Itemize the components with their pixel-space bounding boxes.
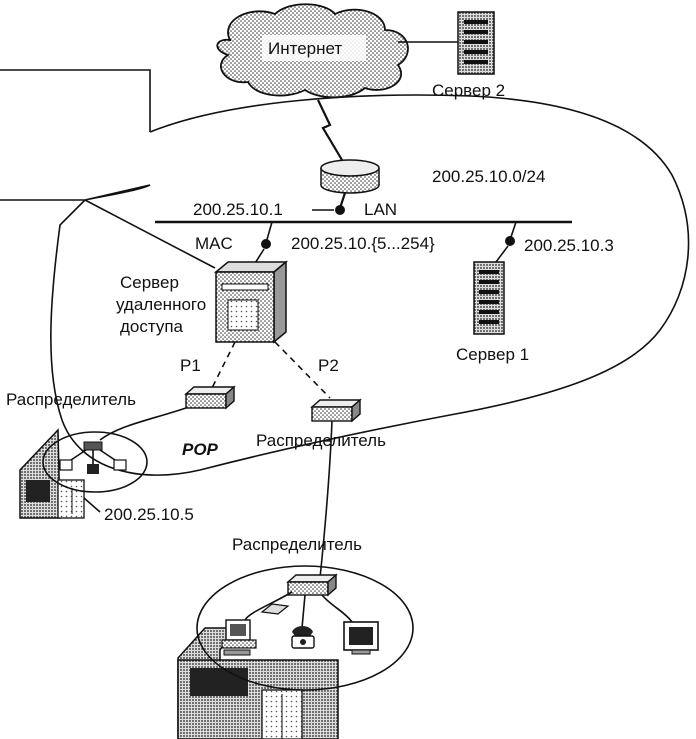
remote-access-server-icon [213,260,289,344]
server1-ip-label: 200.25.10.3 [524,236,614,255]
middle-hub-label: Распределитель [256,431,386,450]
mac-node [261,239,271,249]
small-home-devices-icon [59,441,127,474]
port-p1-label: P1 [180,356,201,375]
ras-label-line1: Сервер [120,273,179,292]
bottom-hub-label: Распределитель [232,535,362,554]
server2-icon [457,11,495,75]
client-ip-label: 200.25.10.5 [104,505,194,524]
hub-phone-link [301,594,306,629]
large-home-lan-ellipse [196,565,414,691]
monitor-icon [343,621,379,655]
gateway-ip-label: 200.25.10.1 [193,200,283,219]
pc-icon [221,619,257,656]
port-p1-link [211,341,236,389]
hub-pc-link [244,591,293,621]
left-hub-icon [184,385,236,410]
small-home-lan-ellipse [42,431,148,493]
middle-hub-bottom-link [319,420,333,579]
left-hub-label: Распределитель [6,390,136,409]
hub-monitor-link [321,594,353,623]
internet-cloud: Интернет [216,3,409,99]
phone-icon [291,626,315,649]
large-house-icon [177,627,339,739]
ras-label-line3: доступа [120,317,184,336]
router-icon [320,159,380,194]
bottom-hub-icon [286,573,338,597]
wan-link [317,99,343,161]
lan-label: LAN [364,200,397,219]
modem-icon [260,603,290,615]
bubble-edge [0,69,151,132]
network-boundary [0,94,690,476]
port-p2-link [274,341,331,399]
small-house-icon [19,428,85,519]
range-label: 200.25.10.{5...254} [291,234,435,253]
pop-label: POP [182,440,219,459]
server1-icon [473,261,505,335]
left-hub-home-link [99,407,187,441]
internet-label: Интернет [268,39,342,58]
server1-label: Сервер 1 [456,345,529,364]
bubble-edge-lower [84,199,216,269]
gateway-node [335,205,345,215]
ras-label-line2: удаленного [116,295,206,314]
subnet-label: 200.25.10.0/24 [432,167,545,186]
server1-link [495,245,509,263]
middle-hub-icon [310,398,362,423]
server1-node [505,236,515,246]
port-p2-label: P2 [318,356,339,375]
mac-label: MAC [195,234,233,253]
client-ip-leader [83,497,101,513]
server2-label: Сервер 2 [432,81,505,100]
